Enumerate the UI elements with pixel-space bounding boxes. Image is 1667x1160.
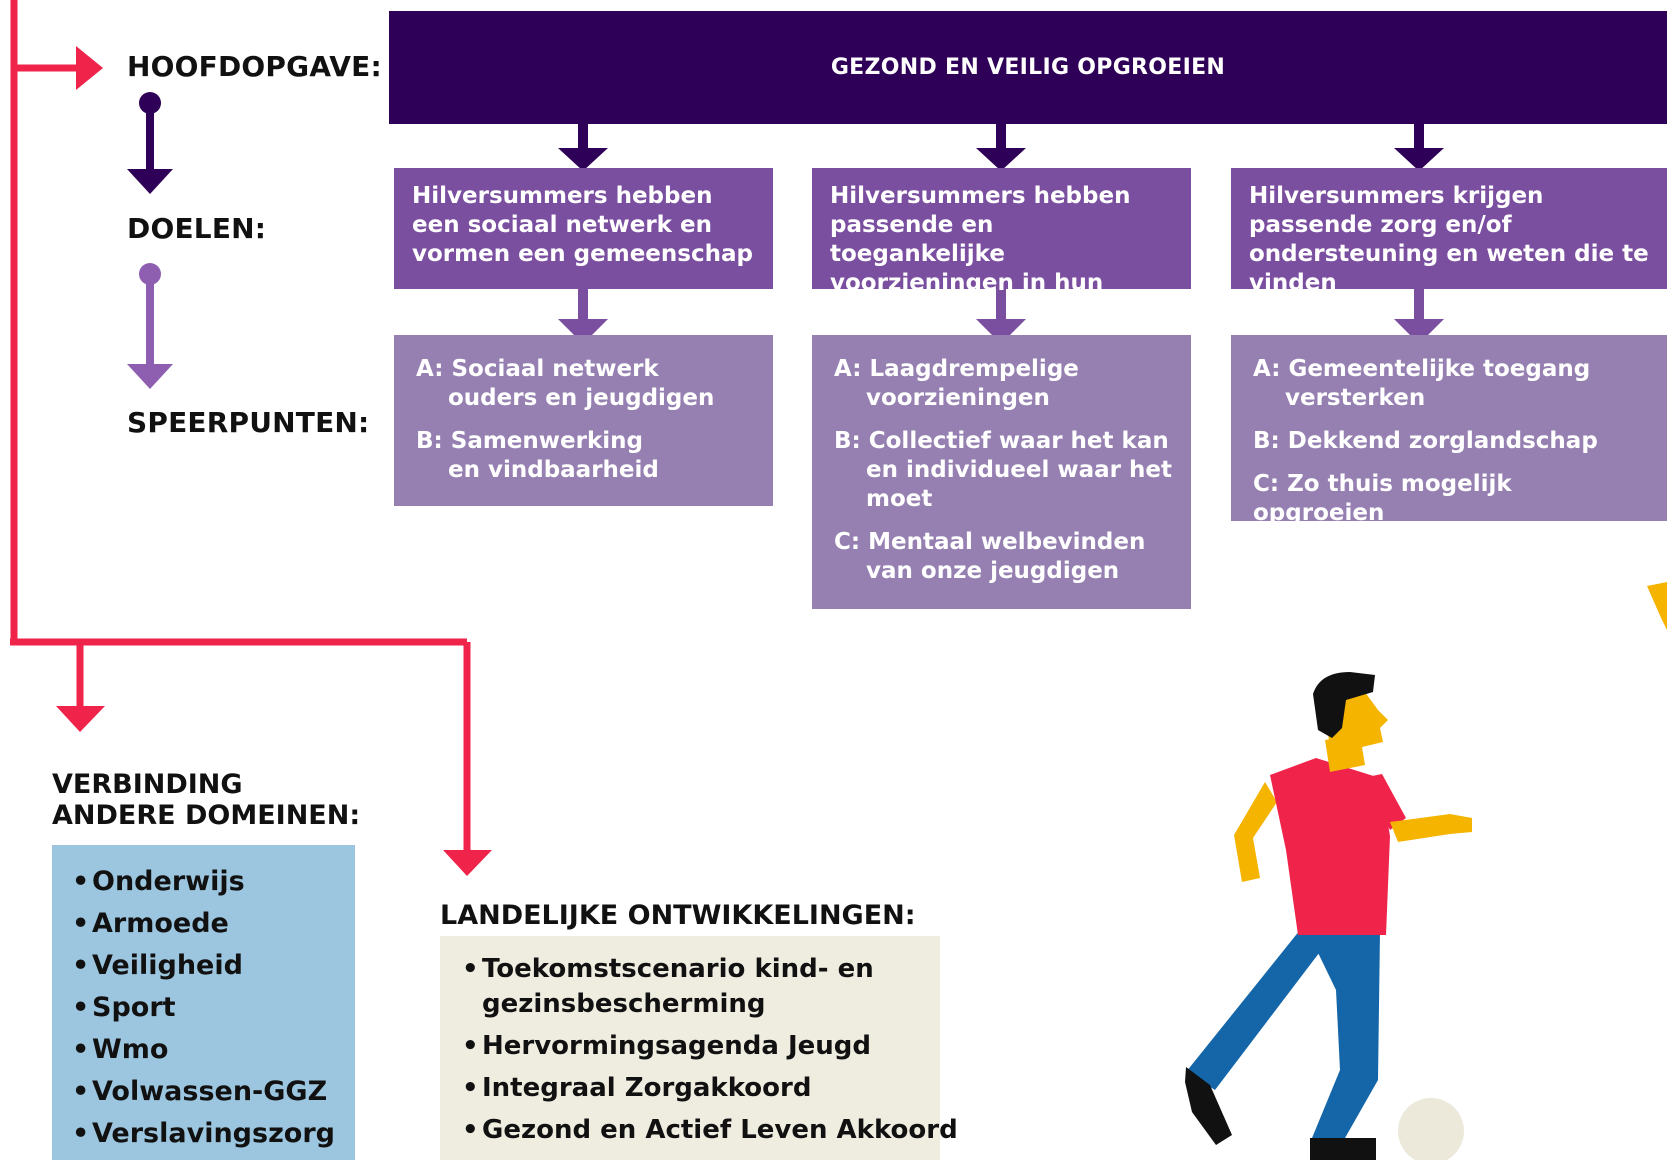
torso	[1270, 758, 1390, 935]
front-sleeve	[1362, 774, 1406, 830]
speerpunt-letter: C:	[834, 529, 861, 555]
verbinding-title-line2: ANDERE DOMEINEN:	[52, 800, 361, 831]
hoofdopgave-text: GEZOND EN VEILIG OPGROEIEN	[830, 55, 1226, 80]
speerpunt-line1: Zo thuis mogelijk opgroeien	[1253, 471, 1512, 526]
front-shoe	[1310, 1138, 1376, 1160]
list-item: •Hervormingsagenda Jeugd	[462, 1031, 871, 1061]
hoofdopgave-bar: GEZOND EN VEILIG OPGROEIEN	[389, 11, 1667, 124]
landelijk-title: LANDELIJKE ONTWIKKELINGEN:	[440, 900, 916, 931]
speerpunt-item: C: Mentaal welbevinden van onze jeugdige…	[834, 528, 1173, 586]
arrow-hoofd-doel-3	[1394, 148, 1444, 171]
back-leg	[1186, 930, 1335, 1090]
speerpunt-line1: Mentaal welbevinden	[868, 529, 1146, 555]
doel-box-3: Hilversummers krijgen passende zorg en/o…	[1231, 168, 1667, 296]
arrow-to-hoofdopgave	[76, 46, 103, 90]
speerpunten-box-2: A: Laagdrempelige voorzieningen B: Colle…	[812, 335, 1191, 609]
front-leg	[1308, 932, 1380, 1138]
doel-text: Hilversummers hebben een sociaal netwerk…	[412, 183, 753, 267]
speerpunt-item: A: Gemeentelijke toegang versterken	[1253, 355, 1649, 413]
speerpunt-item: B: Dekkend zorglandschap	[1253, 427, 1649, 456]
arrow-hoofd-doel-2	[976, 148, 1026, 171]
football-player-illustration	[1185, 582, 1667, 1160]
landelijk-list: •Toekomstscenario kind- en gezinsbescher…	[440, 936, 958, 1160]
verbinding-list: •Onderwijs •Armoede •Veiligheid •Sport •…	[52, 845, 355, 1160]
speerpunt-letter: A:	[1253, 356, 1281, 382]
label-hoofdopgave: HOOFDOPGAVE:	[127, 50, 382, 83]
list-item: •Veiligheid	[72, 950, 243, 981]
speerpunt-line1: Samenwerking	[450, 428, 643, 454]
list-item: •Wmo	[72, 1034, 169, 1065]
partial-figure-shape	[1647, 582, 1667, 630]
speerpunt-letter: A:	[416, 356, 444, 382]
doel-text: Hilversummers hebben passende en toegank…	[830, 183, 1131, 325]
doel-box-1: Hilversummers hebben een sociaal netwerk…	[394, 168, 773, 289]
speerpunten-box-1: A: Sociaal netwerk ouders en jeugdigen B…	[394, 335, 773, 506]
speerpunten-box-3: A: Gemeentelijke toegang versterken B: D…	[1231, 335, 1667, 526]
list-item: •Gezond en Actief Leven Akkoord	[462, 1115, 958, 1145]
list-item: •Volwassen-GGZ	[72, 1076, 328, 1107]
speerpunt-line2: versterken	[1285, 385, 1426, 411]
speerpunt-line2: en individueel waar het moet	[866, 457, 1172, 512]
speerpunt-letter: B:	[834, 428, 861, 454]
speerpunt-line2: voorzieningen	[866, 385, 1050, 411]
speerpunt-item: A: Laagdrempelige voorzieningen	[834, 355, 1173, 413]
speerpunt-line2: en vindbaarheid	[448, 457, 659, 483]
doel-box-2: Hilversummers hebben passende en toegank…	[812, 168, 1191, 325]
back-shoe	[1185, 1067, 1232, 1145]
arrow-to-landelijk	[443, 850, 492, 876]
list-item: •Verslavingszorg	[72, 1118, 335, 1149]
speerpunt-letter: C:	[1253, 471, 1280, 497]
arrow-doel-speer-2	[976, 319, 1026, 344]
hair	[1313, 672, 1375, 738]
front-arm	[1390, 814, 1472, 842]
arrow-hoofd-doel-1	[558, 148, 608, 171]
ball-icon	[1398, 1098, 1464, 1160]
list-item: •Toekomstscenario kind- en gezinsbescher…	[462, 954, 874, 1019]
hoofd-to-doelen-stem	[146, 103, 154, 169]
speerpunt-item: B: Collectief waar het kan en individuee…	[834, 427, 1173, 514]
list-item: •Armoede	[72, 908, 229, 939]
speerpunt-line1: Gemeentelijke toegang	[1288, 356, 1591, 382]
list-item: •Integraal Zorgakkoord	[462, 1073, 812, 1103]
verbinding-title-line1: VERBINDING	[52, 769, 243, 800]
speerpunt-line1: Sociaal netwerk	[451, 356, 659, 382]
list-item: •Sport	[72, 992, 176, 1023]
arrow-doel-speer-1	[558, 319, 608, 344]
speerpunt-item: B: Samenwerking en vindbaarheid	[416, 427, 755, 485]
speerpunt-line2: van onze jeugdigen	[866, 558, 1120, 584]
speerpunt-letter: B:	[1253, 428, 1280, 454]
speerpunt-letter: A:	[834, 356, 862, 382]
speerpunt-item: A: Sociaal netwerk ouders en jeugdigen	[416, 355, 755, 413]
list-item: •Onderwijs	[72, 866, 245, 897]
verbinding-title: VERBINDING ANDERE DOMEINEN:	[52, 769, 360, 831]
speerpunt-item: C: Zo thuis mogelijk opgroeien	[1253, 470, 1649, 528]
doelen-to-speer-arrowhead	[127, 364, 173, 389]
speerpunt-line1: Dekkend zorglandschap	[1287, 428, 1598, 454]
back-arm	[1234, 782, 1277, 882]
label-doelen: DOELEN:	[127, 212, 267, 245]
speerpunt-letter: B:	[416, 428, 443, 454]
hoofd-to-doelen-arrowhead	[127, 169, 173, 194]
speerpunt-line1: Laagdrempelige	[869, 356, 1079, 382]
doelen-to-speer-stem	[146, 274, 154, 364]
label-speerpunten: SPEERPUNTEN:	[127, 406, 370, 439]
doel-text: Hilversummers krijgen passende zorg en/o…	[1249, 183, 1649, 296]
arrow-to-verbinding	[56, 706, 105, 732]
arrow-doel-speer-3	[1394, 319, 1444, 344]
speerpunt-line2: ouders en jeugdigen	[448, 385, 715, 411]
speerpunt-line1: Collectief waar het kan	[868, 428, 1169, 454]
